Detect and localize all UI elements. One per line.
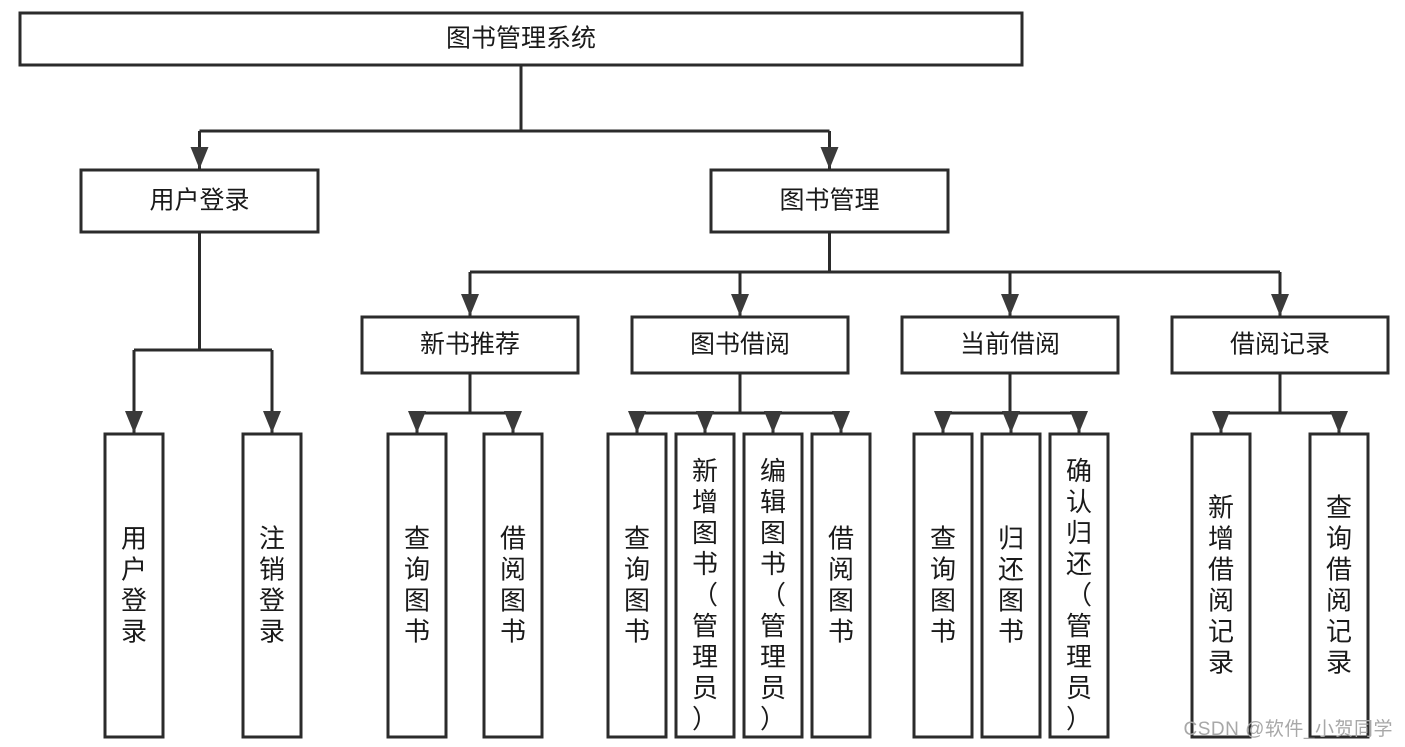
arrow-head-icon <box>1070 411 1088 433</box>
node-leaf-2[interactable]: 查询图书 <box>386 432 448 739</box>
arrow-head-icon <box>408 411 426 433</box>
node-label: 图书管理系统 <box>446 25 596 53</box>
node-level2-0[interactable]: 用户登录 <box>79 168 320 234</box>
arrow-head-icon <box>263 411 281 433</box>
arrow-head-icon <box>190 147 209 169</box>
node-level3-3[interactable]: 借阅记录 <box>1170 315 1390 375</box>
node-box <box>1308 432 1370 739</box>
node-label: 归还图书 <box>998 524 1024 647</box>
node-box <box>980 432 1042 739</box>
arrow-head-icon <box>1271 294 1289 316</box>
node-box <box>79 168 320 234</box>
node-box <box>386 432 448 739</box>
arrow-head-icon <box>461 294 479 316</box>
connector-lines <box>125 65 1348 433</box>
arrow-head-icon <box>1330 411 1348 433</box>
node-box <box>810 432 872 739</box>
node-label: 借阅记录 <box>1230 331 1330 359</box>
node-box <box>241 432 303 739</box>
node-level3-0[interactable]: 新书推荐 <box>360 315 580 375</box>
node-label: 编辑图书（管理员） <box>760 456 786 734</box>
node-label: 查询图书 <box>930 524 956 647</box>
node-label: 注销登录 <box>259 524 285 647</box>
arrow-head-icon <box>731 294 749 316</box>
node-box <box>360 315 580 375</box>
node-leaf-7[interactable]: 借阅图书 <box>810 432 872 739</box>
node-label: 当前借阅 <box>960 331 1060 359</box>
watermark-label: CSDN @软件_小贺同学 <box>1183 719 1393 740</box>
arrow-head-icon <box>628 411 646 433</box>
node-box <box>1190 432 1252 739</box>
node-box <box>1048 432 1110 739</box>
node-leaf-6[interactable]: 编辑图书（管理员） <box>742 432 804 739</box>
node-label: 图书借阅 <box>690 331 790 359</box>
arrow-head-icon <box>125 411 143 433</box>
node-boxes: 图书管理系统用户登录图书管理新书推荐图书借阅当前借阅借阅记录用户登录注销登录查询… <box>18 11 1390 739</box>
node-label: 图书管理 <box>779 187 879 215</box>
node-label: 借阅图书 <box>500 524 526 647</box>
node-leaf-12[interactable]: 查询借阅记录 <box>1308 432 1370 739</box>
node-box <box>482 432 544 739</box>
node-box <box>900 315 1120 375</box>
node-label: 用户登录 <box>121 524 147 647</box>
node-label: 确认归还（管理员） <box>1066 456 1092 734</box>
node-leaf-11[interactable]: 新增借阅记录 <box>1190 432 1252 739</box>
node-leaf-9[interactable]: 归还图书 <box>980 432 1042 739</box>
arrow-head-icon <box>934 411 952 433</box>
node-box <box>103 432 165 739</box>
node-box <box>912 432 974 739</box>
arrow-head-icon <box>696 411 714 433</box>
node-label: 新书推荐 <box>420 331 520 359</box>
node-leaf-0[interactable]: 用户登录 <box>103 432 165 739</box>
node-label: 借阅图书 <box>828 524 854 647</box>
node-box <box>1170 315 1390 375</box>
node-box <box>18 11 1024 67</box>
node-level3-1[interactable]: 图书借阅 <box>630 315 850 375</box>
node-level3-2[interactable]: 当前借阅 <box>900 315 1120 375</box>
node-leaf-3[interactable]: 借阅图书 <box>482 432 544 739</box>
node-leaf-8[interactable]: 查询图书 <box>912 432 974 739</box>
arrow-head-icon <box>764 411 782 433</box>
node-leaf-4[interactable]: 查询图书 <box>606 432 668 739</box>
node-root-system[interactable]: 图书管理系统 <box>18 11 1024 67</box>
node-level2-1[interactable]: 图书管理 <box>709 168 950 234</box>
node-label: 用户登录 <box>149 187 249 215</box>
node-label: 新增图书（管理员） <box>692 456 718 734</box>
node-leaf-10[interactable]: 确认归还（管理员） <box>1048 432 1110 739</box>
node-label: 新增借阅记录 <box>1208 493 1234 678</box>
node-box <box>742 432 804 739</box>
arrow-head-icon <box>820 147 839 169</box>
node-box <box>606 432 668 739</box>
node-label: 查询借阅记录 <box>1326 493 1352 678</box>
node-box <box>709 168 950 234</box>
arrow-head-icon <box>832 411 850 433</box>
node-box <box>674 432 736 739</box>
arrow-head-icon <box>1002 411 1020 433</box>
node-box <box>630 315 850 375</box>
node-leaf-1[interactable]: 注销登录 <box>241 432 303 739</box>
node-label: 查询图书 <box>404 524 430 647</box>
arrow-head-icon <box>1212 411 1230 433</box>
arrow-head-icon <box>1001 294 1019 316</box>
arrow-head-icon <box>504 411 522 433</box>
node-leaf-5[interactable]: 新增图书（管理员） <box>674 432 736 739</box>
node-label: 查询图书 <box>624 524 650 647</box>
